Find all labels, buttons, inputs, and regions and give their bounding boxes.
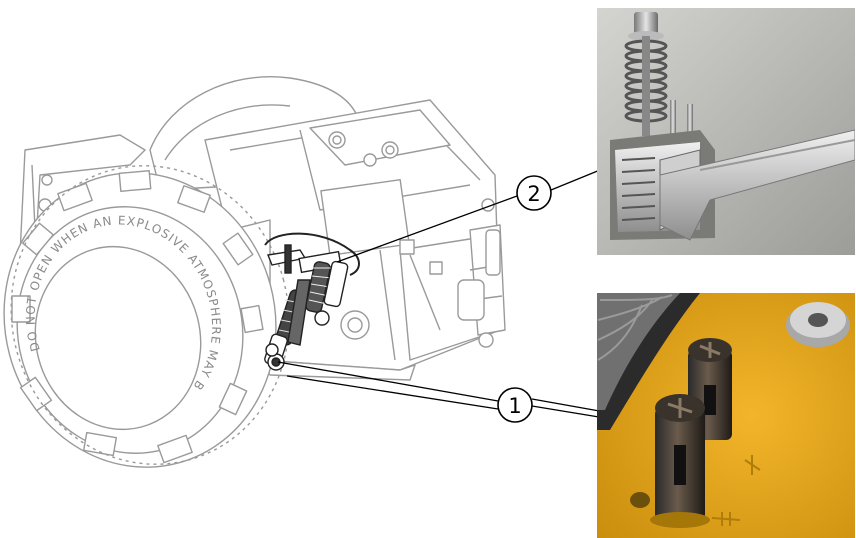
leader-line-2-left xyxy=(336,195,518,263)
photo-locking-pins xyxy=(597,293,855,538)
leader-line-1-right-b xyxy=(531,405,606,419)
callout-1-label: 1 xyxy=(508,394,521,418)
photo-latch-mechanism xyxy=(597,8,855,255)
lock-mechanism-drawing xyxy=(264,232,360,371)
leader-line-1-a xyxy=(277,361,499,402)
callout-2: 2 xyxy=(516,175,552,211)
callout-2-label: 2 xyxy=(527,182,540,206)
leader-line-1-b xyxy=(286,375,499,410)
callout-1: 1 xyxy=(497,387,533,423)
leader-line-2-right xyxy=(550,169,601,191)
device-housing-drawing xyxy=(3,76,506,468)
leader-line-1-right-a xyxy=(531,398,606,413)
leader-lines xyxy=(277,169,606,419)
